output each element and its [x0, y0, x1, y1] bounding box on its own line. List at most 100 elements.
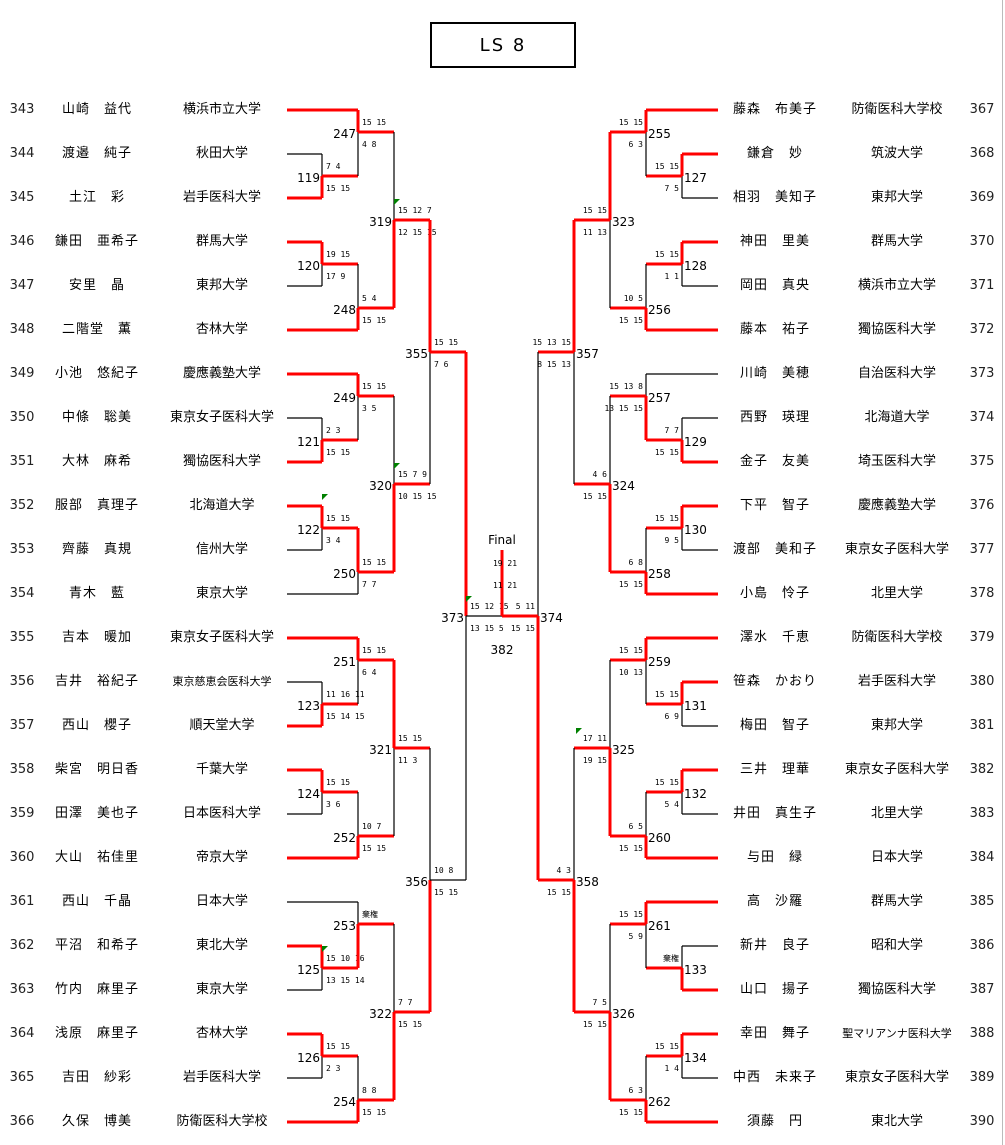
player-school: 北里大学 — [870, 586, 923, 601]
match-number: 248 — [333, 303, 356, 317]
match-score-top: 4 3 — [557, 866, 572, 875]
player-number: 370 — [969, 234, 995, 249]
player-name: 藤森 布美子 — [732, 102, 817, 117]
player-school: 東京女子医科大学 — [844, 762, 949, 777]
match-number: 128 — [684, 259, 707, 273]
player-school: 慶應義塾大学 — [182, 366, 261, 381]
player-name: 新井 良子 — [739, 938, 810, 953]
player-number: 357 — [9, 718, 35, 733]
player-name: 浅原 麻里子 — [54, 1026, 139, 1041]
player-name: 笹森 かおり — [732, 674, 817, 689]
match-score-top: 15 15 — [326, 514, 350, 523]
match-number: 320 — [369, 479, 392, 493]
player-number: 373 — [969, 366, 995, 381]
player-school: 信州大学 — [195, 542, 248, 557]
match-score-bottom: 7 5 — [665, 184, 680, 193]
comment-marker-icon — [394, 463, 400, 469]
match-score-bottom: 15 15 — [362, 844, 386, 853]
player-school: 順天堂大学 — [189, 718, 255, 733]
match-score-bottom: 15 15 — [619, 844, 643, 853]
player-number: 369 — [969, 190, 995, 205]
player-name: 山口 揚子 — [739, 982, 810, 997]
player-number: 349 — [9, 366, 35, 381]
match-number: 259 — [648, 655, 671, 669]
player-school: 防衛医科大学校 — [851, 630, 943, 645]
player-name: 鎌倉 妙 — [746, 146, 803, 161]
player-school: 秋田大学 — [195, 146, 248, 161]
match-score-bottom: 10 13 — [619, 668, 643, 677]
match-number: 130 — [684, 523, 707, 537]
match-number: 326 — [612, 1007, 635, 1021]
match-score-bottom: 2 3 — [326, 1064, 341, 1073]
match-number: 253 — [333, 919, 356, 933]
player-name: 須藤 円 — [746, 1114, 803, 1129]
player-school: 東京女子医科大学 — [169, 630, 274, 645]
player-name: 西山 千晶 — [61, 894, 132, 909]
player-school: 杏林大学 — [195, 322, 248, 337]
player-school: 日本医科大学 — [182, 806, 261, 821]
match-score-bottom: 15 15 — [434, 888, 458, 897]
player-name: 渡邉 純子 — [61, 146, 132, 161]
player-name: 西野 瑛理 — [739, 410, 810, 425]
player-school: 東北大学 — [870, 1114, 923, 1129]
match-number: 260 — [648, 831, 671, 845]
match-score-bottom: 7 6 — [434, 360, 449, 369]
match-score-top: 15 15 — [362, 558, 386, 567]
player-name: 澤水 千恵 — [739, 630, 810, 645]
player-school: 慶應義塾大学 — [857, 498, 936, 513]
match-number: 249 — [333, 391, 356, 405]
match-score-bottom: 12 15 15 — [398, 228, 437, 237]
player-number: 345 — [9, 190, 35, 205]
match-score-top: 7 5 — [593, 998, 608, 1007]
player-school: 埼玉医科大学 — [857, 454, 936, 469]
match-score-bottom: 6 9 — [665, 712, 680, 721]
player-name: 幸田 舞子 — [739, 1026, 810, 1041]
match-score-top: 6 3 — [629, 1086, 644, 1095]
player-school: 北里大学 — [870, 806, 923, 821]
player-number: 371 — [969, 278, 995, 293]
match-number: 319 — [369, 215, 392, 229]
comment-marker-icon — [466, 596, 472, 602]
match-score-bottom: 7 7 — [362, 580, 377, 589]
match-score-top: 15 12 7 — [398, 206, 432, 215]
match-score-bottom: 1 4 — [665, 1064, 680, 1073]
player-number: 359 — [9, 806, 35, 821]
match-score-bottom: 15 15 — [583, 492, 607, 501]
match-score-top: 15 13 15 — [532, 338, 571, 347]
match-score-top: 15 15 — [619, 646, 643, 655]
match-score-top: 7 7 — [398, 998, 413, 1007]
player-number: 378 — [969, 586, 995, 601]
player-number: 361 — [9, 894, 35, 909]
match-score-bottom: 3 5 — [362, 404, 377, 413]
match-score-top: 10 8 — [434, 866, 453, 875]
player-name: 中條 聡美 — [61, 410, 132, 425]
player-school: 獨協医科大学 — [182, 454, 261, 469]
match-score-bottom: 6 4 — [362, 668, 377, 677]
comment-marker-icon — [322, 946, 328, 952]
match-score-bottom: 5 9 — [629, 932, 644, 941]
player-school: 群馬大学 — [870, 894, 923, 909]
match-score-bottom: 15 15 — [583, 1020, 607, 1029]
player-school: 獨協医科大学 — [857, 982, 936, 997]
player-school: 筑波大学 — [870, 146, 923, 161]
match-score-top: 15 15 — [362, 646, 386, 655]
match-score-top: 15 7 9 — [398, 470, 427, 479]
player-name: 小池 悠紀子 — [54, 366, 139, 381]
player-number: 344 — [9, 146, 35, 161]
comment-marker-icon — [576, 728, 582, 734]
match-score-top: 15 15 — [655, 1042, 679, 1051]
player-school: 防衛医科大学校 — [176, 1114, 268, 1129]
match-score-top: 15 12 15 — [470, 602, 509, 611]
